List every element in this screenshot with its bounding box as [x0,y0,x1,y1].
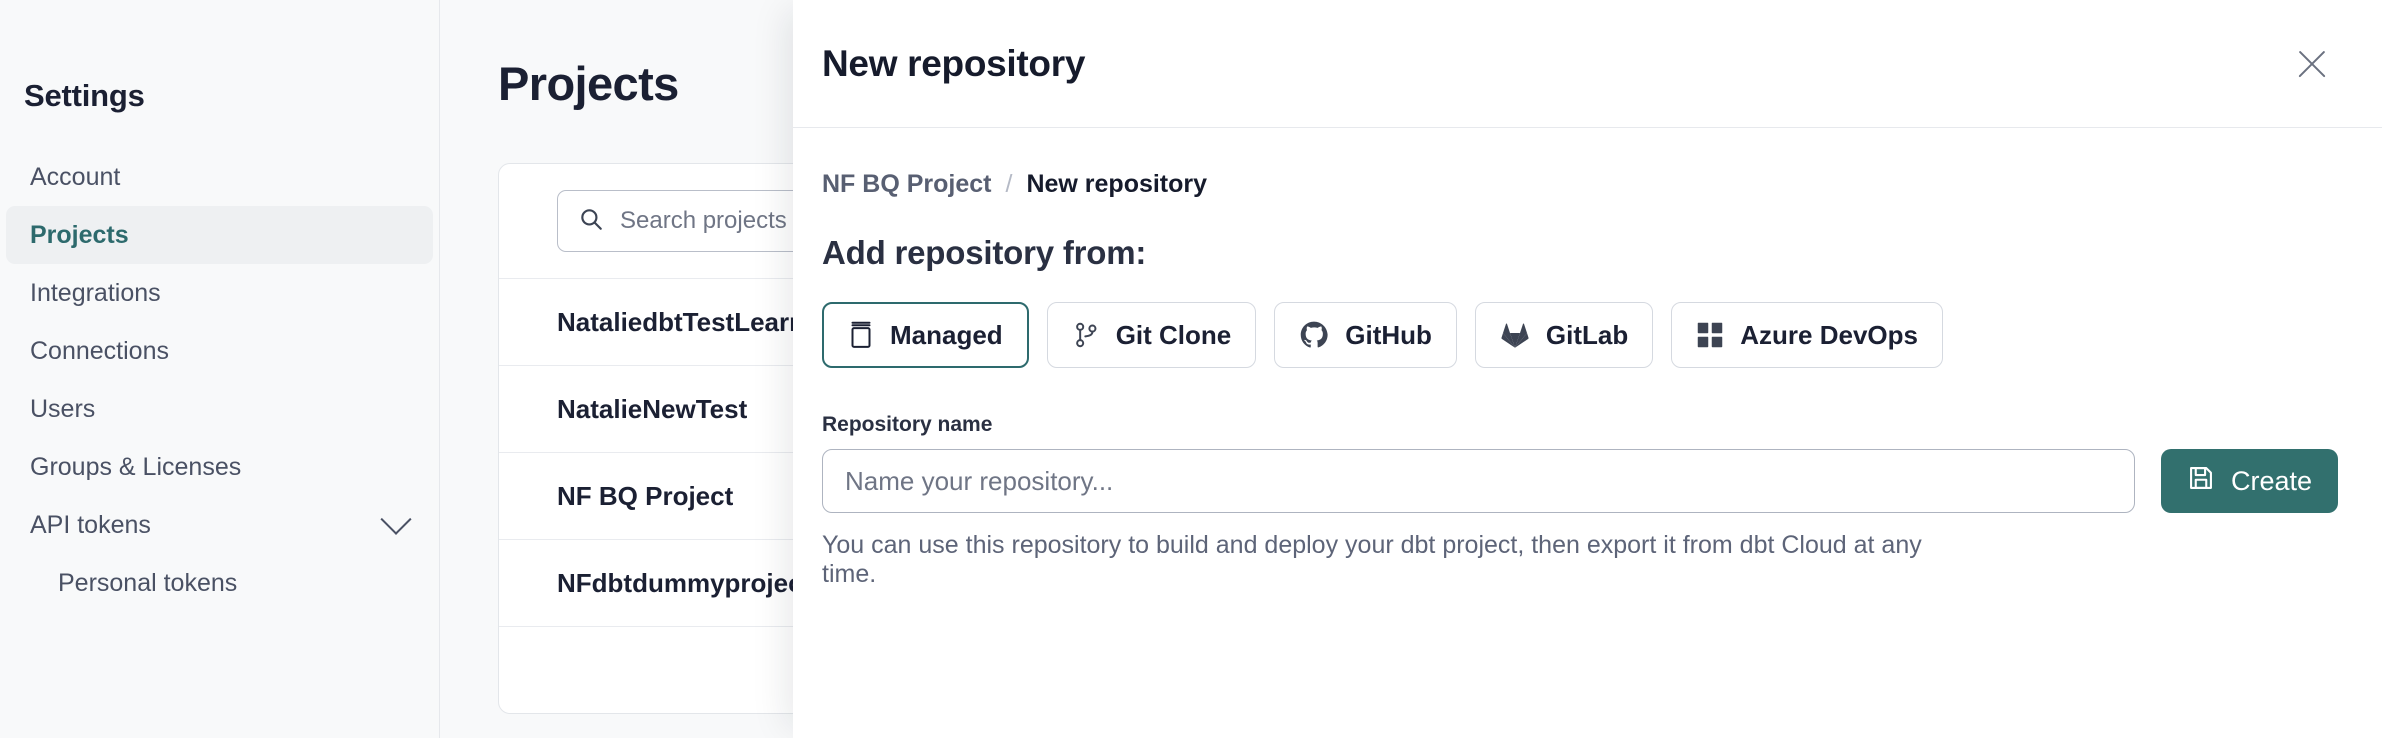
sidebar-item-api-tokens[interactable]: API tokens [6,496,433,554]
project-name: NatalieNewTest [557,393,748,424]
git-branch-icon [1072,320,1100,350]
create-button-label: Create [2230,465,2312,496]
sidebar-item-label: Users [30,394,96,423]
new-repository-modal: New repository NF BQ Project / New repos… [793,0,2382,738]
gitlab-icon [1500,321,1530,349]
source-option-label: Git Clone [1115,319,1232,350]
sidebar-item-connections[interactable]: Connections [6,322,433,380]
sidebar-item-users[interactable]: Users [6,380,433,438]
sidebar-item-label: Account [30,162,121,191]
modal-title: New repository [822,42,1086,84]
sidebar-item-label: Personal tokens [58,568,238,597]
database-icon [848,320,874,350]
repository-name-row: Name your repository... You can use this… [822,449,2338,589]
source-option-azure-devops[interactable]: Azure DevOps [1671,302,1943,368]
sidebar-item-label: Integrations [30,278,161,307]
source-option-label: Azure DevOps [1740,319,1918,350]
sidebar-item-label: Connections [30,336,169,365]
breadcrumb-separator: / [1005,170,1013,198]
source-option-gitlab[interactable]: GitLab [1474,302,1654,368]
source-option-label: Managed [890,319,1003,350]
breadcrumb: NF BQ Project / New repository [822,170,2338,199]
sidebar-item-projects[interactable]: Projects [6,206,433,264]
sidebar-item-groups-licenses[interactable]: Groups & Licenses [6,438,433,496]
source-option-managed[interactable]: Managed [822,302,1029,368]
azure-devops-icon [1696,321,1724,349]
repository-name-input[interactable]: Name your repository... [822,449,2135,513]
project-name: NF BQ Project [557,480,734,511]
project-name: NataliedbtTestLearn T [557,306,829,337]
repository-helper-text: You can use this repository to build and… [822,531,1922,588]
source-option-label: GitHub [1345,319,1432,350]
project-name: NFdbtdummyproject [557,567,812,598]
sidebar-item-integrations[interactable]: Integrations [6,264,433,322]
breadcrumb-parent-link[interactable]: NF BQ Project [822,170,992,198]
create-button[interactable]: Create [2160,449,2338,513]
source-option-github[interactable]: GitHub [1274,302,1457,368]
sidebar-item-label: Projects [30,220,129,249]
repository-source-options: Managed Git Clone [822,302,2338,368]
breadcrumb-current: New repository [1026,170,1208,198]
search-icon [578,206,604,237]
sidebar-item-account[interactable]: Account [6,148,433,206]
close-icon[interactable] [2286,38,2338,90]
chevron-down-icon [380,503,412,535]
sidebar-item-label: API tokens [30,510,151,539]
source-option-label: GitLab [1545,319,1629,350]
settings-sidebar: Settings Account Projects Integrations C… [0,0,440,738]
page-title: Projects [498,57,679,110]
sidebar-item-personal-tokens[interactable]: Personal tokens [6,554,433,612]
source-option-git-clone[interactable]: Git Clone [1046,302,1257,368]
repository-name-placeholder: Name your repository... [845,465,1114,496]
sidebar-title: Settings [24,78,145,113]
modal-header: New repository [793,0,2382,128]
save-icon [2187,464,2215,499]
repository-name-label: Repository name [822,413,993,436]
modal-body: NF BQ Project / New repository Add repos… [793,128,2382,738]
add-repository-from-label: Add repository from: [822,234,1147,271]
sidebar-item-label: Groups & Licenses [30,452,242,481]
github-icon [1299,320,1329,350]
